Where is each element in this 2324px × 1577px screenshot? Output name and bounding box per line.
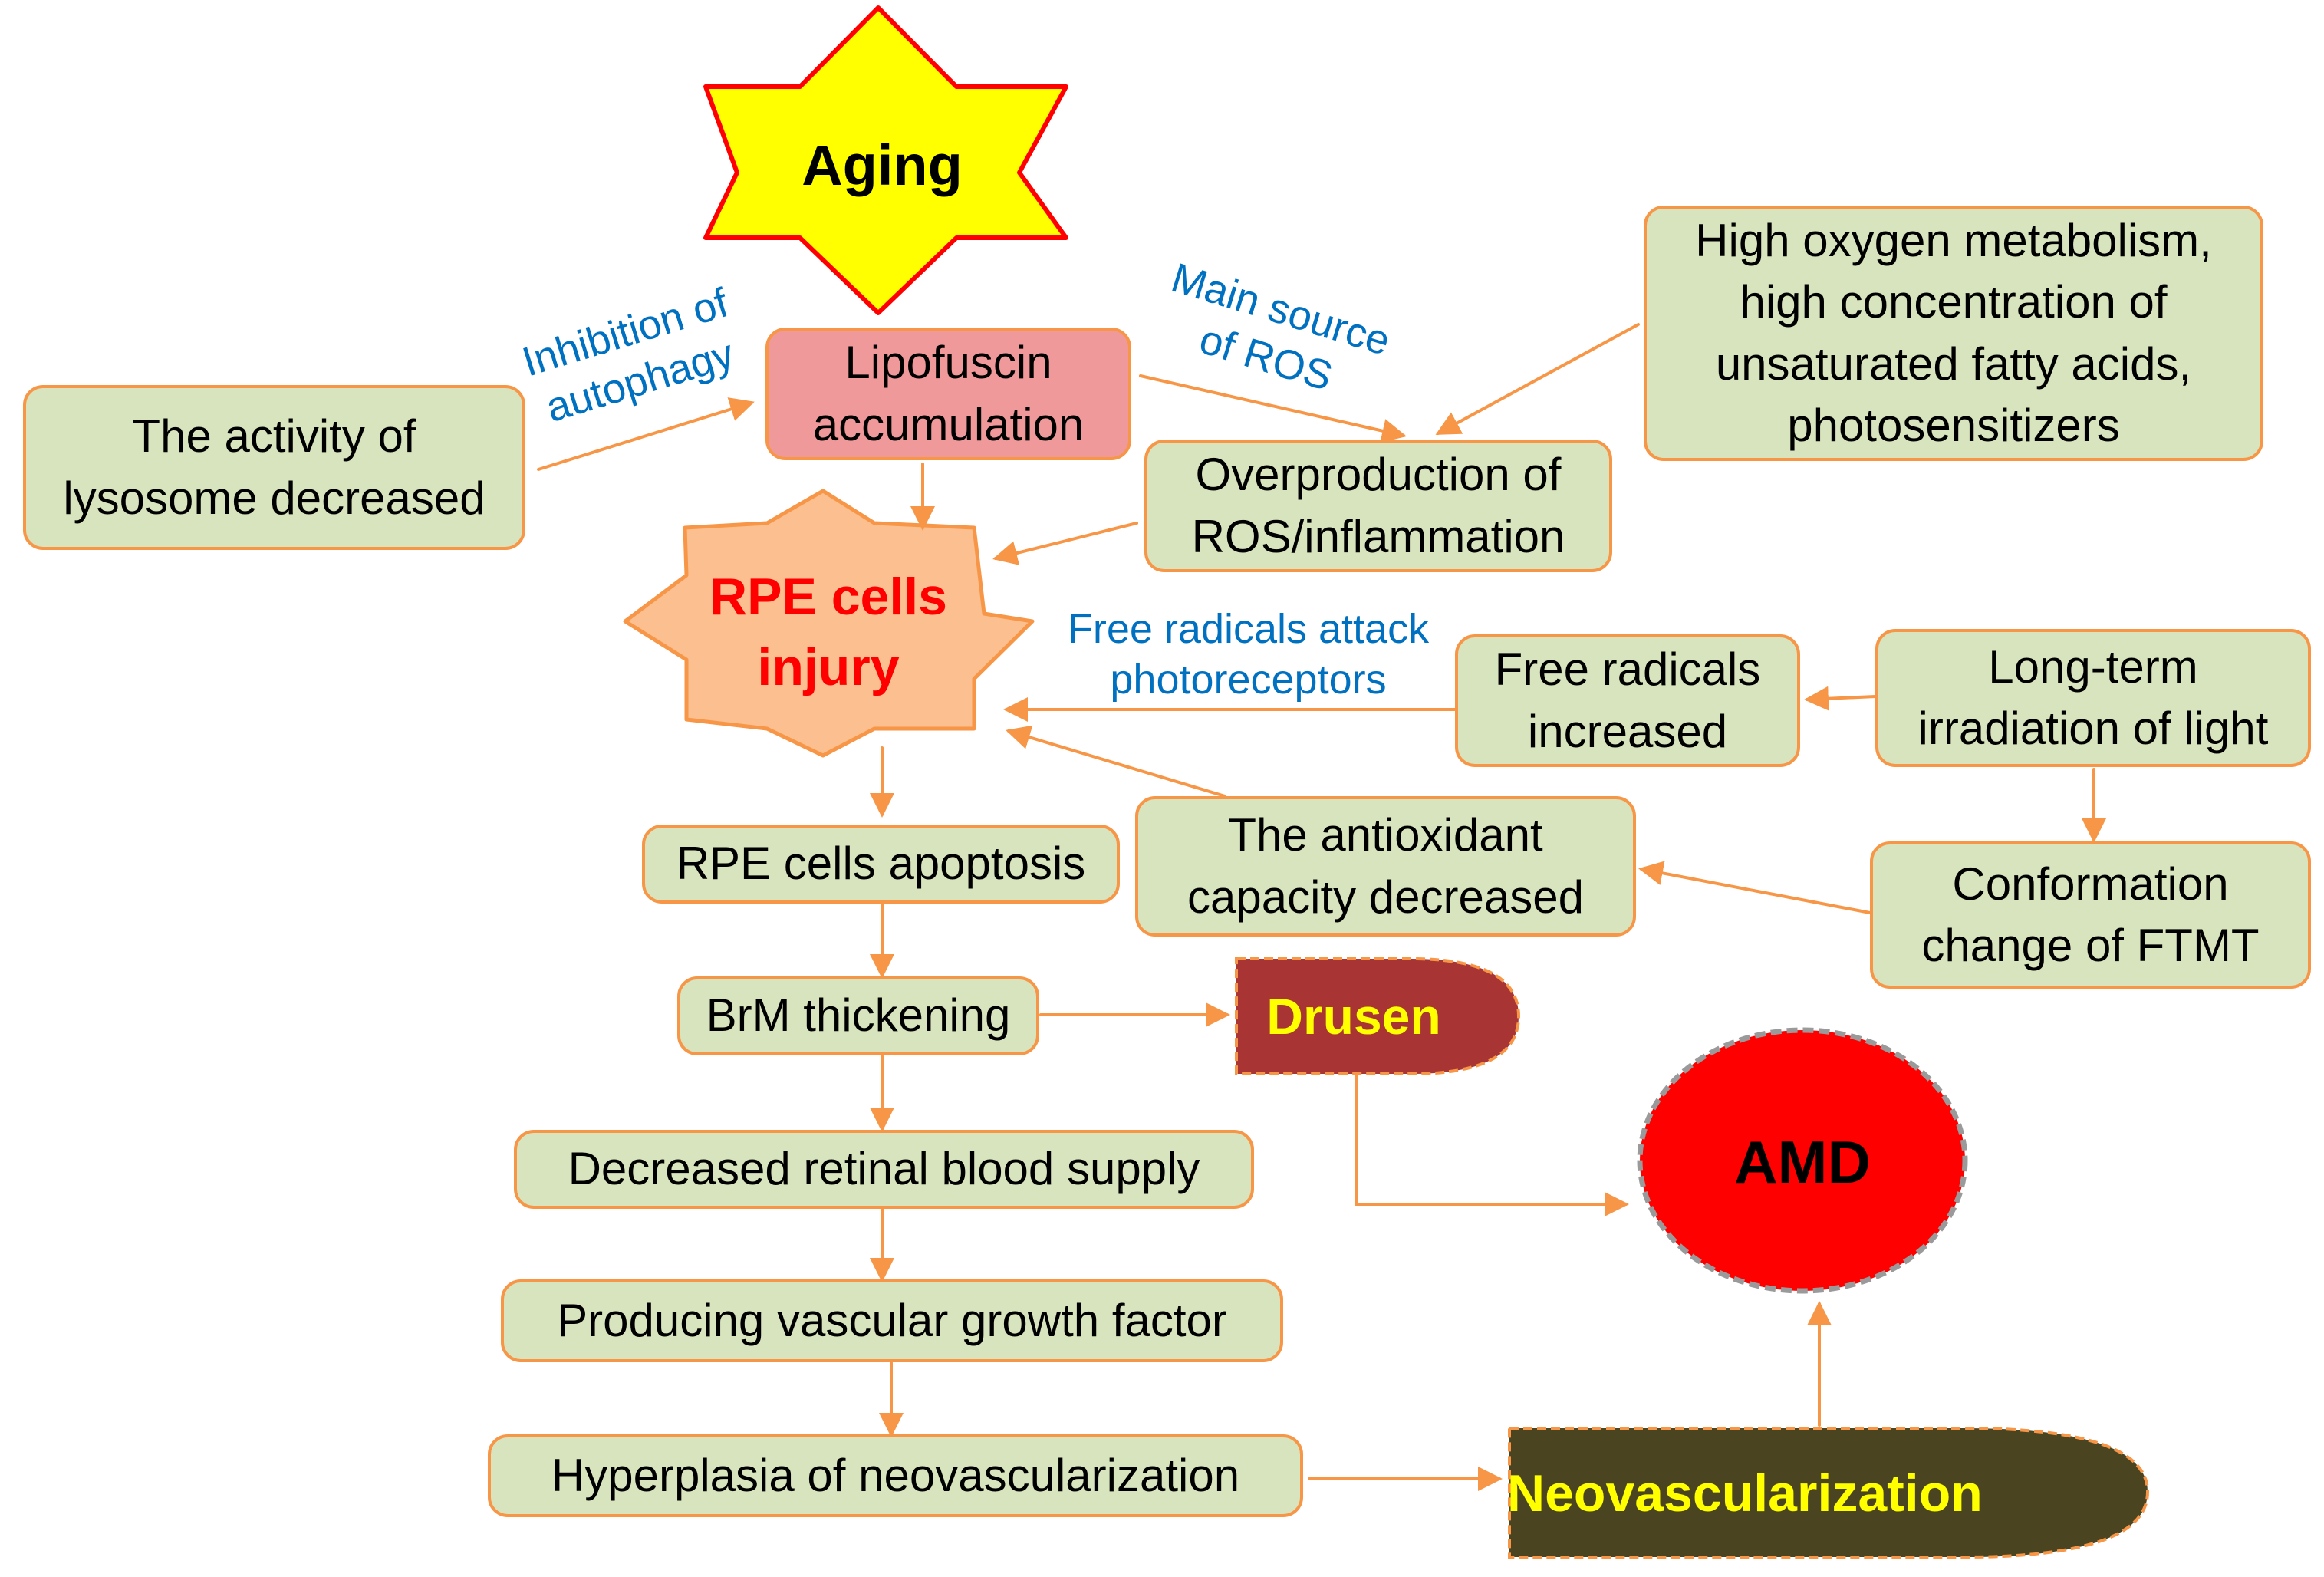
antioxidant-line1: The antioxidant xyxy=(1228,809,1543,861)
arrow-antioxidant-to-rpe xyxy=(1006,725,1226,798)
antioxidant-line2: capacity decreased xyxy=(1187,871,1584,923)
lysosome-activity-node: The activity of lysosome decreased xyxy=(23,385,525,550)
arrow-lipofuscin-to-ros xyxy=(1139,374,1407,443)
arrow-ros-to-rpe xyxy=(992,522,1138,565)
arrow-drusen-to-amd xyxy=(1355,1072,1629,1216)
amd-shape xyxy=(1637,1027,1968,1294)
light-line2: irradiation of light xyxy=(1917,703,2269,754)
arrow-light-to-free-radicals xyxy=(1804,686,1877,711)
free-radicals-line2: increased xyxy=(1527,705,1728,757)
ros-overproduction-node: Overproduction of ROS/inflammation xyxy=(1144,440,1612,572)
rpe-injury-shape xyxy=(623,489,1035,758)
rpe-injury-label: RPE cells injury xyxy=(675,556,982,709)
neovascularization-shape xyxy=(1508,1427,2150,1559)
aging-star-shape xyxy=(703,5,1068,315)
ftmt-line2: change of FTMT xyxy=(1921,920,2260,971)
high-oxygen-line2: high concentration of xyxy=(1740,276,2168,328)
rpe-apoptosis-node: RPE cells apoptosis xyxy=(642,825,1120,904)
light-line1: Long-term xyxy=(1988,640,2198,693)
light-irradiation-node: Long-term irradiation of light xyxy=(1875,629,2311,767)
high-oxygen-metabolism-node: High oxygen metabolism, high concentrati… xyxy=(1644,206,2263,461)
free-radicals-increased-node: Free radicals increased xyxy=(1455,634,1800,767)
free-radicals-note-line1: Free radicals attack xyxy=(1067,606,1430,652)
vascular-growth-factor-node: Producing vascular growth factor xyxy=(501,1279,1283,1362)
antioxidant-capacity-node: The antioxidant capacity decreased xyxy=(1135,796,1636,937)
free-radicals-note-line2: photoreceptors xyxy=(1110,656,1387,703)
hyperplasia-node: Hyperplasia of neovascularization xyxy=(488,1434,1303,1517)
arrow-high-oxygen-to-ros xyxy=(1435,323,1640,435)
amd-label: AMD xyxy=(1734,1128,1871,1196)
neovascularization-label: Neovascularization xyxy=(1507,1464,1983,1523)
ftmt-conformation-node: Conformation change of FTMT xyxy=(1870,841,2311,989)
lysosome-line2: lysosome decreased xyxy=(63,472,486,524)
rpe-injury-line1: RPE cells xyxy=(709,568,947,627)
high-oxygen-line1: High oxygen metabolism, xyxy=(1695,214,2212,266)
arrow-lysosome-to-lipofuscin xyxy=(537,397,755,471)
free-radicals-attack-note: Free radicals attack photoreceptors xyxy=(1039,604,1457,706)
brm-thickening-node: BrM thickening xyxy=(677,976,1039,1055)
high-oxygen-line4: photosensitizers xyxy=(1787,399,2120,451)
ftmt-line1: Conformation xyxy=(1952,858,2229,910)
lipofuscin-accumulation-node: Lipofuscin accumulation xyxy=(765,328,1131,460)
ros-line2: ROS/inflammation xyxy=(1191,510,1565,562)
rpe-injury-line2: injury xyxy=(757,638,900,696)
ros-line1: Overproduction of xyxy=(1195,449,1562,501)
drusen-label: Drusen xyxy=(1266,988,1441,1045)
arrow-ftmt-to-antioxidant xyxy=(1638,861,1871,914)
lipofuscin-line2: accumulation xyxy=(812,398,1085,450)
aging-label: Aging xyxy=(802,133,963,197)
retinal-blood-supply-node: Decreased retinal blood supply xyxy=(514,1130,1254,1209)
free-radicals-line1: Free radicals xyxy=(1494,644,1761,696)
drusen-shape xyxy=(1235,957,1521,1075)
lipofuscin-line1: Lipofuscin xyxy=(844,337,1052,389)
high-oxygen-line3: unsaturated fatty acids, xyxy=(1715,337,2192,390)
lysosome-line1: The activity of xyxy=(132,410,416,463)
